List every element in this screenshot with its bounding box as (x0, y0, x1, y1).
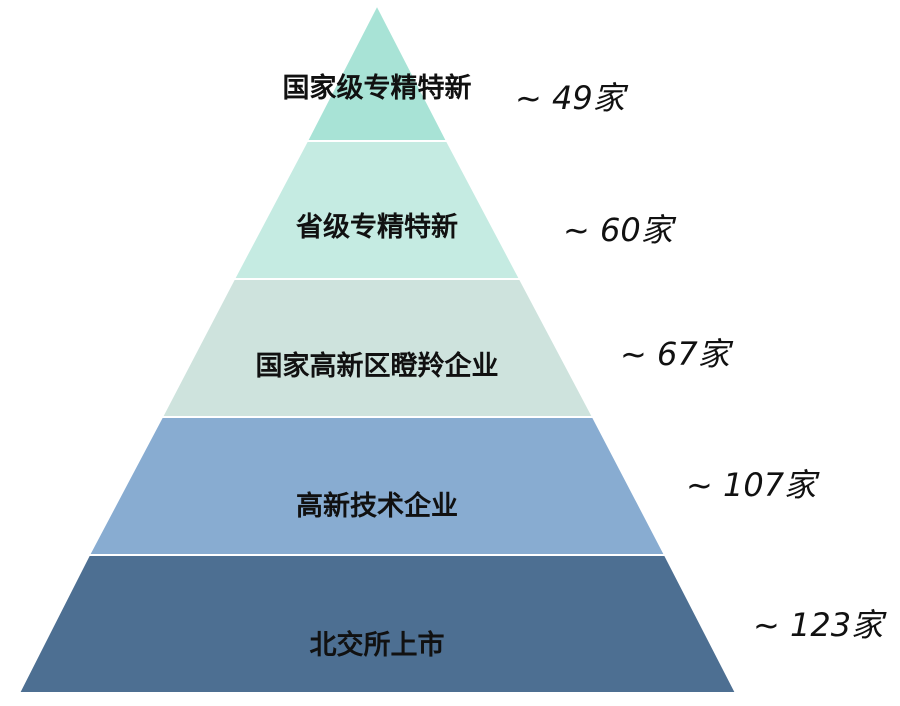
tier-1-count: ~ 49家 (515, 79, 629, 117)
tier-3-shape (160, 278, 595, 418)
tier-4-label: 高新技术企业 (296, 490, 458, 522)
tier-5-count: ~ 123家 (753, 606, 887, 644)
tier-3-count: ~ 67家 (620, 335, 734, 373)
tier-1-label: 国家级专精特新 (283, 72, 472, 104)
tier-4-shape (87, 416, 667, 556)
tier-2-label: 省级专精特新 (296, 211, 458, 243)
tier-5: 北交所上市 ~ 123家 (17, 554, 887, 694)
tier-2-count: ~ 60家 (563, 211, 677, 249)
tier-4-count: ~ 107家 (686, 466, 820, 504)
tier-4: 高新技术企业 ~ 107家 (87, 416, 820, 556)
tier-3-label: 国家高新区瞪羚企业 (256, 350, 499, 382)
tier-5-shape (17, 554, 738, 694)
tier-3: 国家高新区瞪羚企业 ~ 67家 (160, 278, 734, 418)
tier-5-label: 北交所上市 (310, 629, 445, 661)
tier-1: 国家级专精特新 ~ 49家 (283, 2, 629, 142)
tier-2: 省级专精特新 ~ 60家 (232, 140, 677, 280)
tier-2-shape (232, 140, 522, 280)
